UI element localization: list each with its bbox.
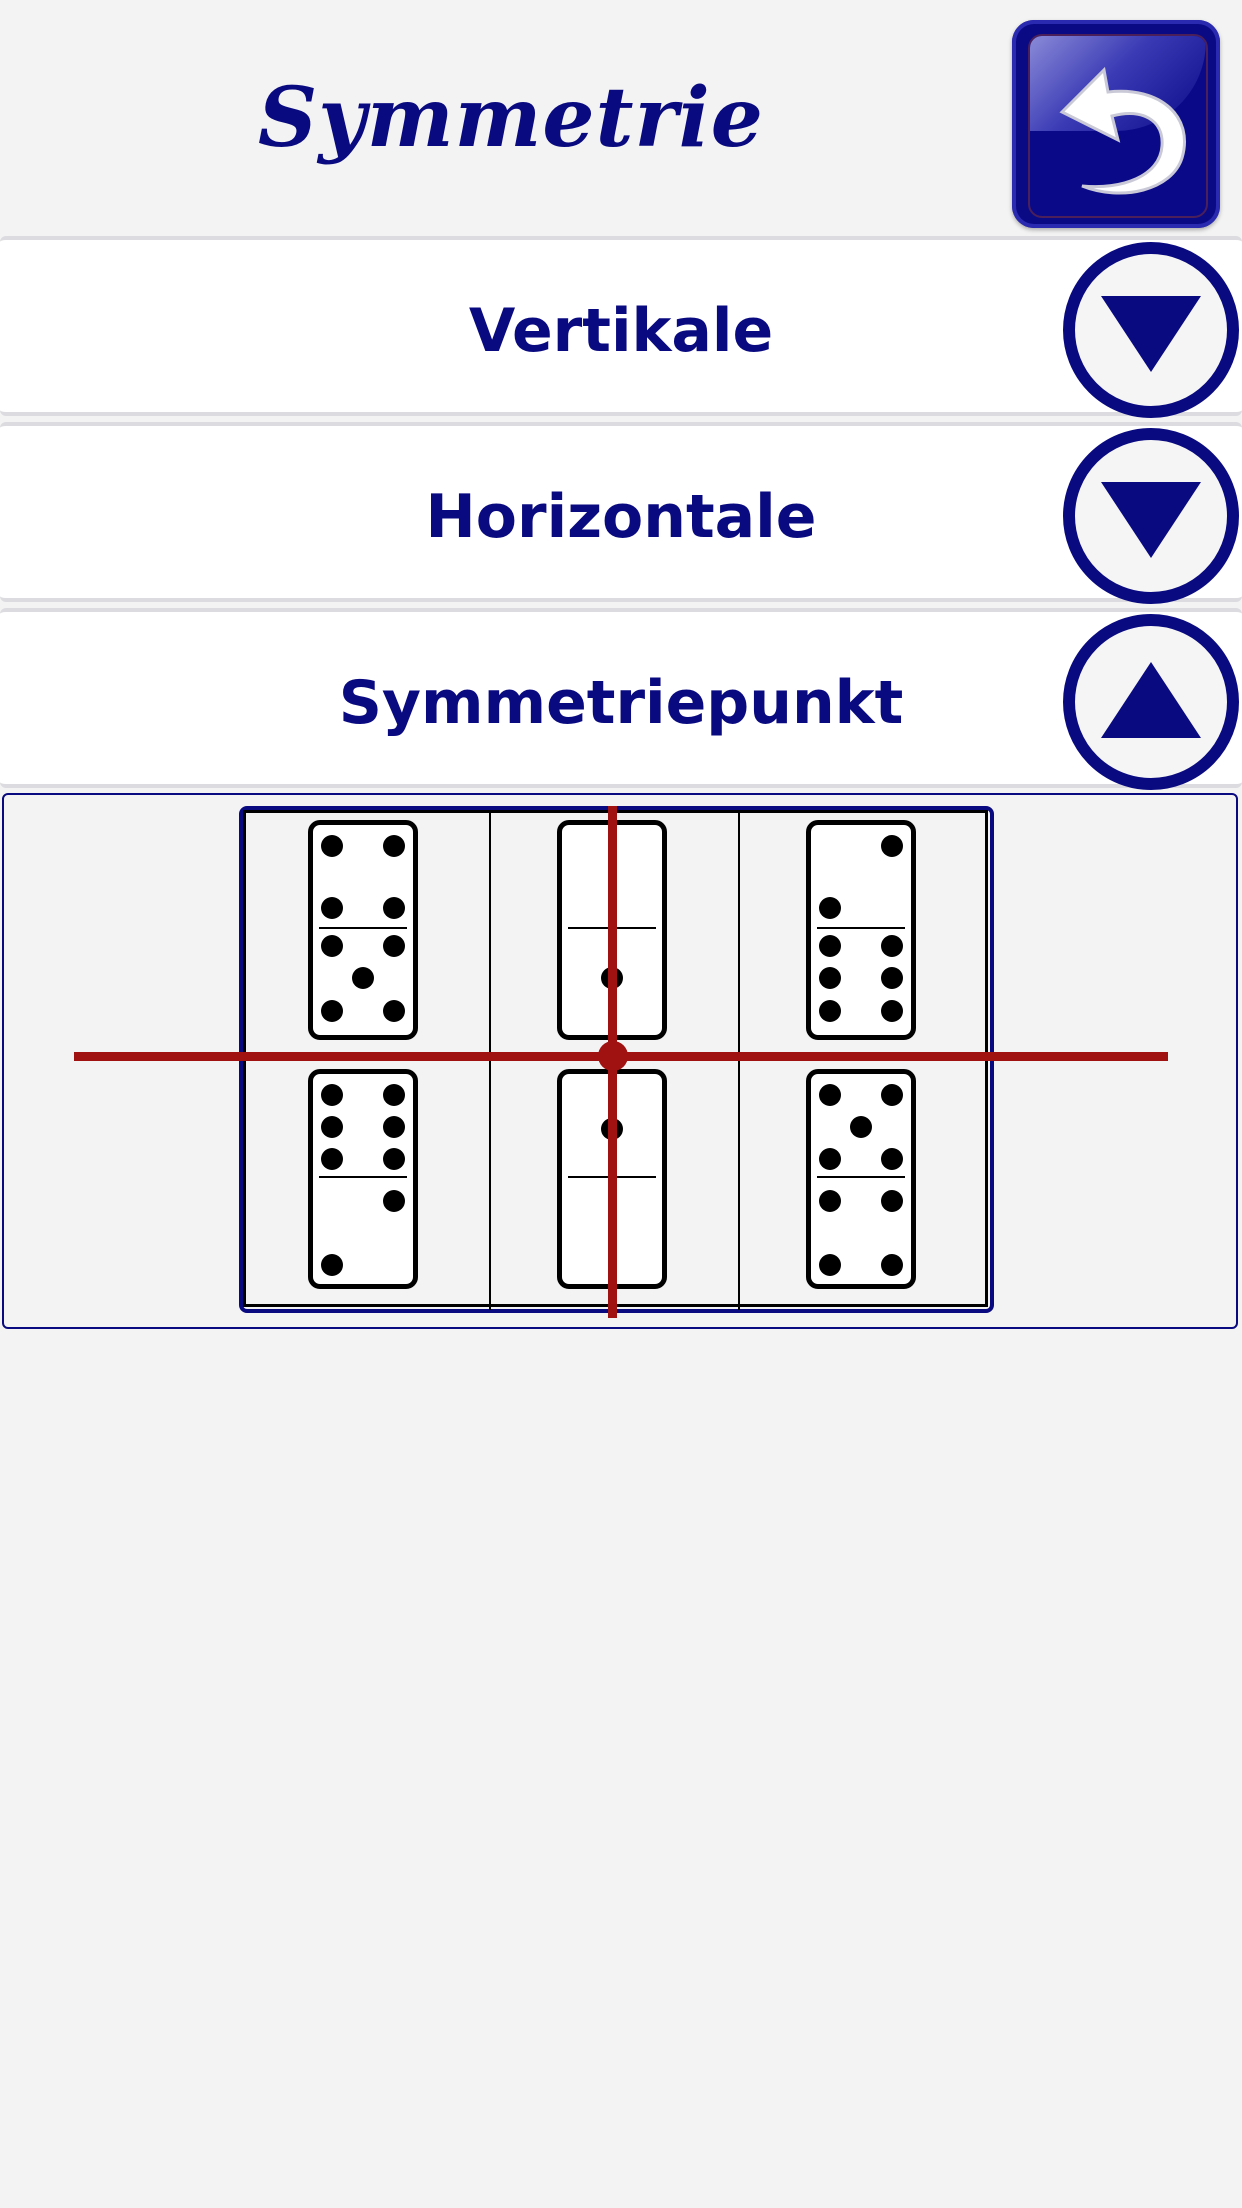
triangle-down-icon (1101, 482, 1201, 558)
back-button[interactable] (1012, 20, 1220, 228)
section-symmetriepunkt[interactable]: Symmetriepunkt (0, 608, 1242, 788)
domino-bottom-right (806, 1069, 916, 1289)
expand-toggle-horizontale[interactable] (1063, 428, 1239, 604)
domino-top-left (308, 820, 418, 1040)
page-title: Symmetrie (258, 70, 764, 166)
triangle-down-icon (1101, 296, 1201, 372)
domino-bottom-left (308, 1069, 418, 1289)
domino-top-right (806, 820, 916, 1040)
undo-arrow-icon (1059, 66, 1186, 195)
collapse-toggle-symmetriepunkt[interactable] (1063, 614, 1239, 790)
section-label-horizontale: Horizontale (425, 482, 817, 552)
section-label-symmetriepunkt: Symmetriepunkt (338, 668, 904, 738)
section-horizontale[interactable]: Horizontale (0, 422, 1242, 602)
symmetry-point (598, 1041, 628, 1071)
triangle-up-icon (1101, 662, 1201, 738)
section-label-vertikale: Vertikale (468, 296, 774, 366)
section-vertikale[interactable]: Vertikale (0, 236, 1242, 416)
expand-toggle-vertikale[interactable] (1063, 242, 1239, 418)
